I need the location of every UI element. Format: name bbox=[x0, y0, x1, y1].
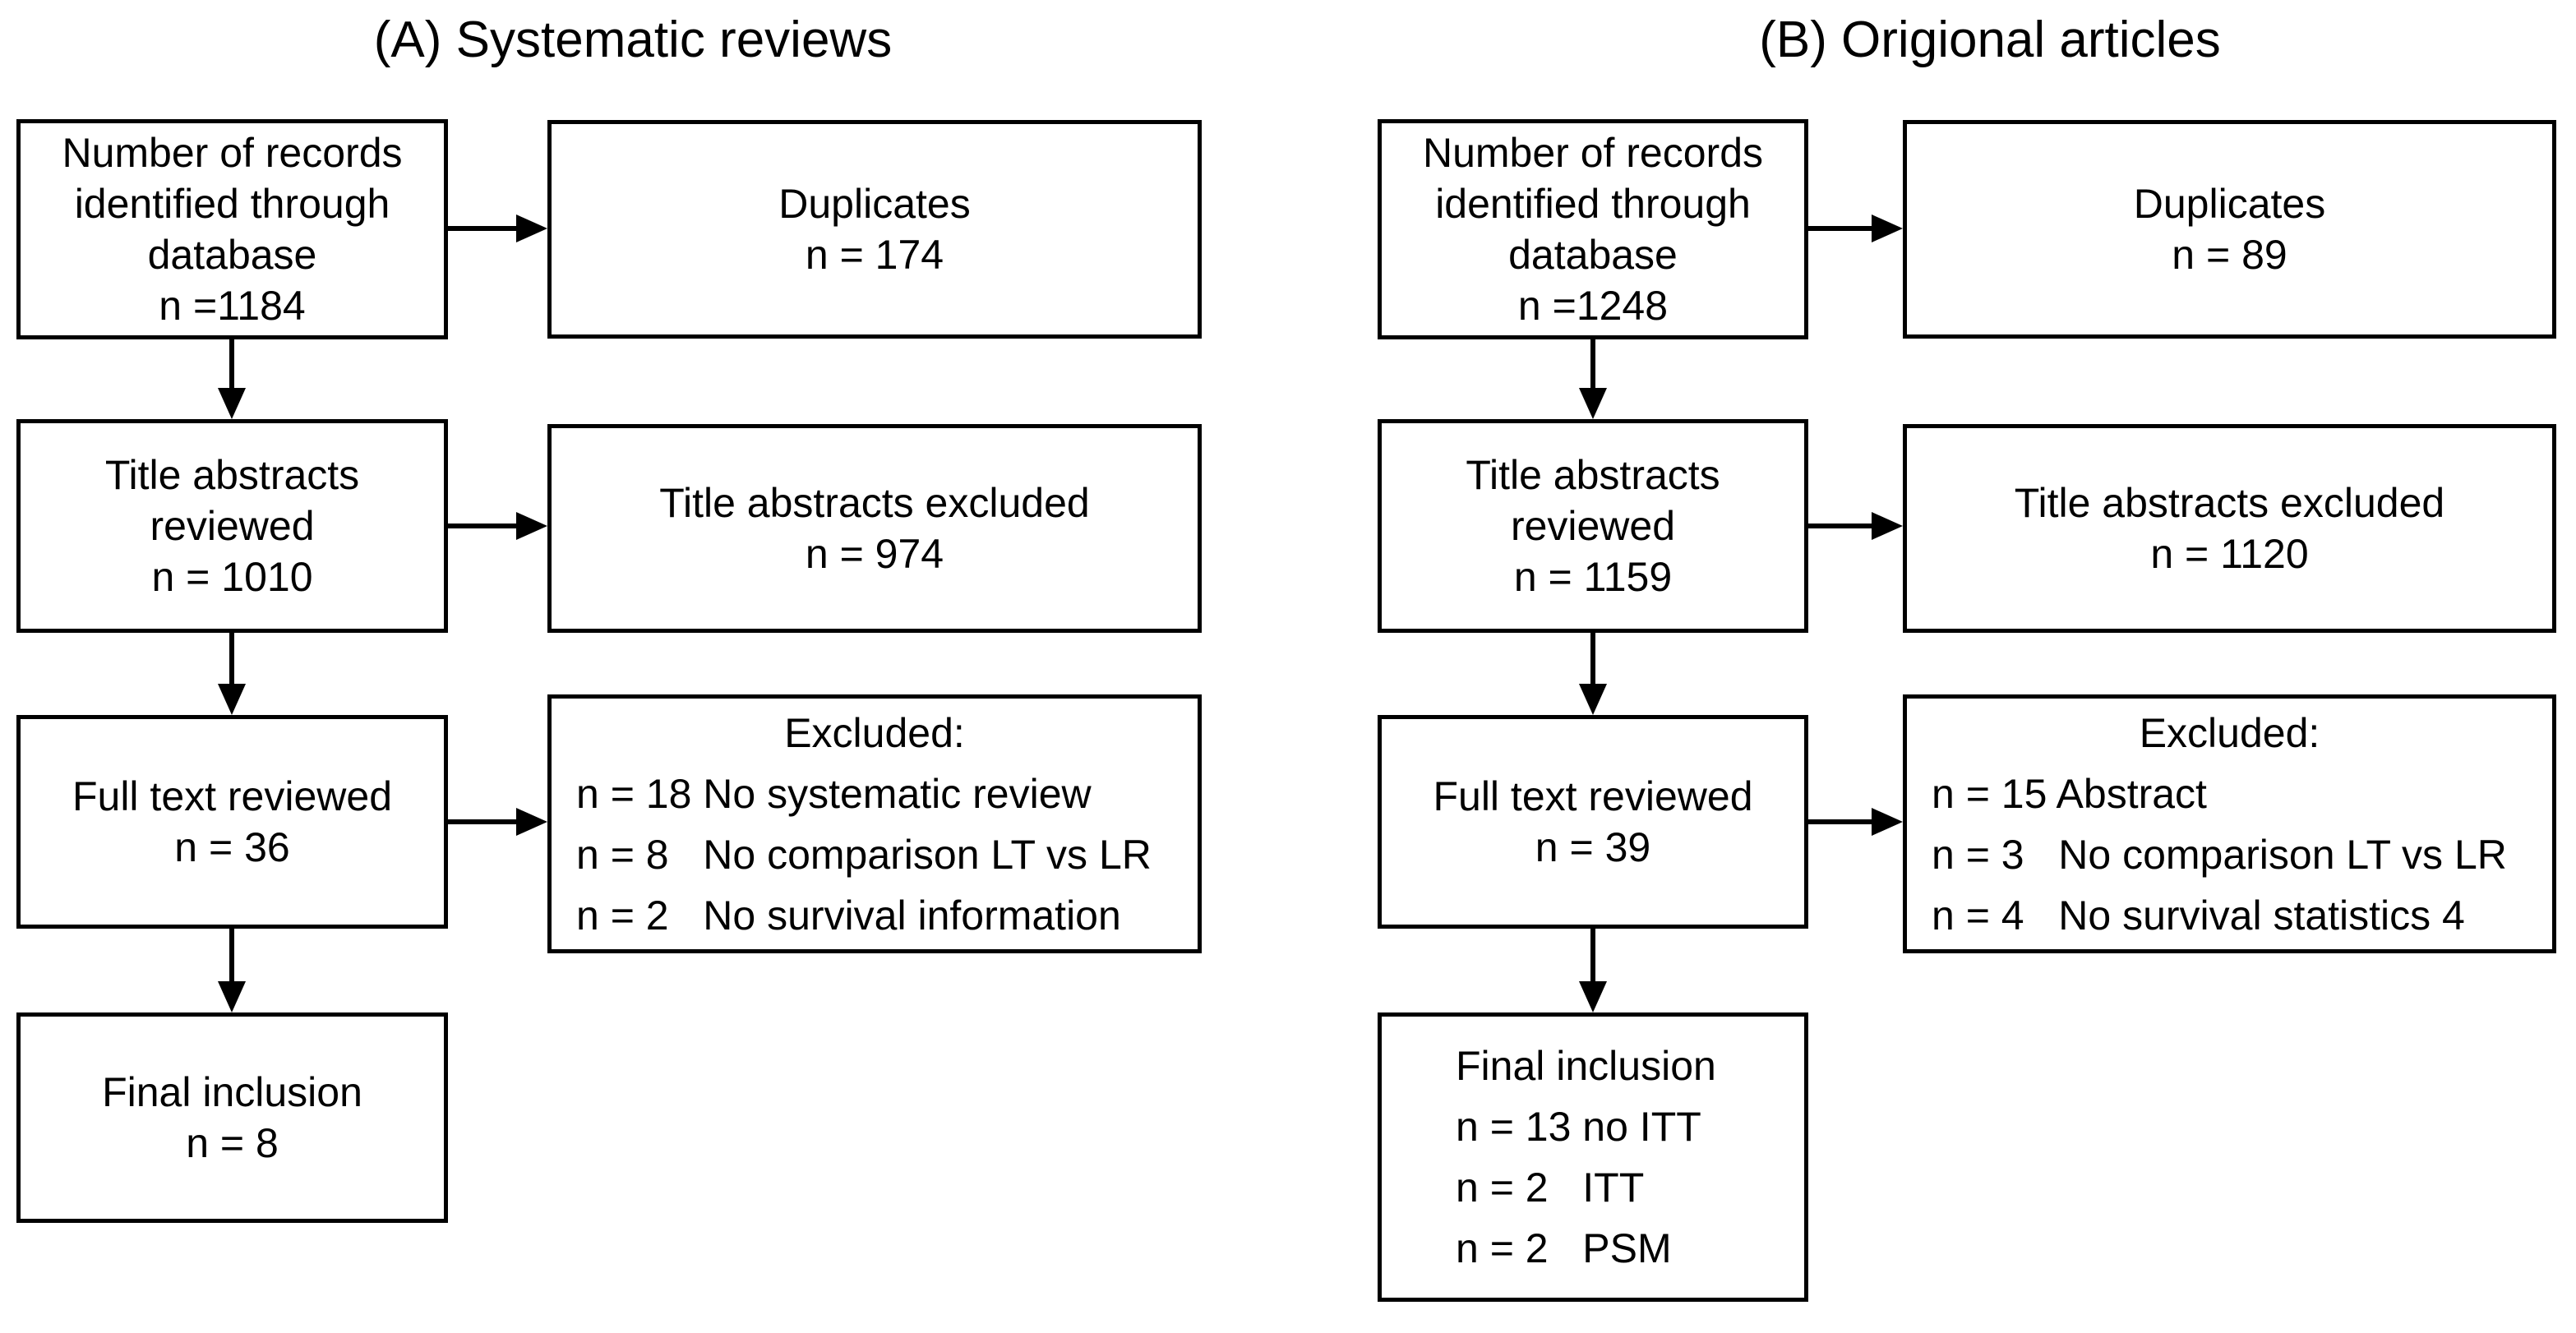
box-line: Title abstracts excluded bbox=[659, 480, 1090, 526]
arrow-right-line bbox=[1808, 524, 1874, 528]
box-line: reviewed bbox=[150, 503, 315, 549]
box-line: n = 1159 bbox=[1513, 554, 1673, 600]
box-line: Number of records bbox=[1422, 130, 1764, 176]
box-line: Title abstracts bbox=[104, 452, 360, 498]
box-line: reviewed bbox=[1510, 503, 1676, 549]
panel-b-full-text-box: Full text reviewed n = 39 bbox=[1378, 715, 1808, 929]
box-line: n = 8 bbox=[186, 1120, 279, 1166]
box-line: Final inclusion bbox=[102, 1069, 362, 1115]
box-line: n = 2 ITT bbox=[1456, 1165, 1645, 1211]
arrow-down-line bbox=[1590, 929, 1595, 983]
arrow-right-head bbox=[516, 214, 547, 242]
arrow-down-line bbox=[1590, 633, 1595, 685]
box-line: n =1184 bbox=[159, 283, 306, 329]
box-line: n = 18 No systematic review bbox=[576, 770, 1092, 817]
box-line: n = 3 No comparison LT vs LR bbox=[1932, 831, 2507, 878]
arrow-right-line bbox=[448, 226, 522, 231]
arrow-down-head bbox=[218, 981, 246, 1012]
box-line: Full text reviewed bbox=[72, 773, 393, 819]
panel-a-full-text-box: Full text reviewed n = 36 bbox=[16, 715, 448, 929]
panel-a-excluded-box: Excluded: n = 18 No systematic review n … bbox=[547, 694, 1202, 953]
arrow-right-head bbox=[516, 512, 547, 540]
panel-b-title: (B) Origional articles bbox=[1759, 12, 2221, 68]
arrow-right-line bbox=[448, 819, 522, 824]
box-line: n = 89 bbox=[2172, 232, 2287, 278]
box-line: n = 1120 bbox=[2150, 531, 2309, 577]
box-line: database bbox=[147, 232, 317, 278]
box-line: Full text reviewed bbox=[1433, 773, 1753, 819]
arrow-down-line bbox=[229, 633, 234, 685]
arrow-down-head bbox=[218, 388, 246, 419]
panel-a-title: (A) Systematic reviews bbox=[373, 12, 893, 68]
box-line: Final inclusion bbox=[1456, 1043, 1716, 1089]
panel-b-final-inclusion-box: Final inclusion n = 13 no ITT n = 2 ITT … bbox=[1378, 1012, 1808, 1302]
panel-b-excluded-box: Excluded: n = 15 Abstract n = 3 No compa… bbox=[1903, 694, 2556, 953]
box-line: n = 1010 bbox=[151, 554, 313, 600]
arrow-right-head bbox=[1872, 214, 1903, 242]
box-line: n = 4 No survival statistics 4 bbox=[1932, 892, 2465, 939]
box-line: n = 36 bbox=[174, 824, 290, 870]
arrow-right-head bbox=[516, 808, 547, 836]
arrow-down-head bbox=[1579, 981, 1607, 1012]
box-line: Duplicates bbox=[2133, 181, 2326, 227]
box-line: n = 15 Abstract bbox=[1932, 770, 2207, 817]
box-line: Title abstracts bbox=[1466, 452, 1720, 498]
panel-b-title-abstracts-excluded-box: Title abstracts excluded n = 1120 bbox=[1903, 424, 2556, 633]
arrow-down-line bbox=[229, 339, 234, 390]
panel-a-title-abstracts-box: Title abstracts reviewed n = 1010 bbox=[16, 419, 448, 633]
panel-b-duplicates-box: Duplicates n = 89 bbox=[1903, 120, 2556, 339]
box-line: identified through bbox=[74, 181, 390, 227]
arrow-down-line bbox=[229, 929, 234, 983]
arrow-down-line bbox=[1590, 339, 1595, 390]
box-line: n = 39 bbox=[1535, 824, 1651, 870]
box-line: database bbox=[1508, 232, 1678, 278]
box-line: n = 2 PSM bbox=[1456, 1225, 1672, 1271]
arrow-down-head bbox=[1579, 388, 1607, 419]
panel-a-duplicates-box: Duplicates n = 174 bbox=[547, 120, 1202, 339]
box-line: Duplicates bbox=[778, 181, 971, 227]
panel-a-final-inclusion-box: Final inclusion n = 8 bbox=[16, 1012, 448, 1223]
panel-a-title-abstracts-excluded-box: Title abstracts excluded n = 974 bbox=[547, 424, 1202, 633]
box-line: Title abstracts excluded bbox=[2014, 480, 2445, 526]
arrow-right-line bbox=[448, 524, 522, 528]
panel-a-records-box: Number of records identified through dat… bbox=[16, 119, 448, 339]
box-line: n = 8 No comparison LT vs LR bbox=[576, 831, 1152, 878]
arrow-down-head bbox=[218, 684, 246, 715]
arrow-right-head bbox=[1872, 512, 1903, 540]
box-line: Excluded: bbox=[784, 709, 965, 756]
box-line: Excluded: bbox=[2139, 709, 2320, 756]
arrow-right-line bbox=[1808, 226, 1874, 231]
box-line: n = 13 no ITT bbox=[1456, 1104, 1701, 1150]
arrow-down-head bbox=[1579, 684, 1607, 715]
panel-b-records-box: Number of records identified through dat… bbox=[1378, 119, 1808, 339]
panel-b-title-abstracts-box: Title abstracts reviewed n = 1159 bbox=[1378, 419, 1808, 633]
box-line: n = 174 bbox=[805, 232, 944, 278]
box-line: identified through bbox=[1435, 181, 1751, 227]
box-line: Number of records bbox=[62, 130, 403, 176]
box-line: n =1248 bbox=[1517, 283, 1669, 329]
box-line: n = 2 No survival information bbox=[576, 892, 1121, 939]
arrow-right-line bbox=[1808, 819, 1874, 824]
box-line: n = 974 bbox=[805, 531, 944, 577]
arrow-right-head bbox=[1872, 808, 1903, 836]
